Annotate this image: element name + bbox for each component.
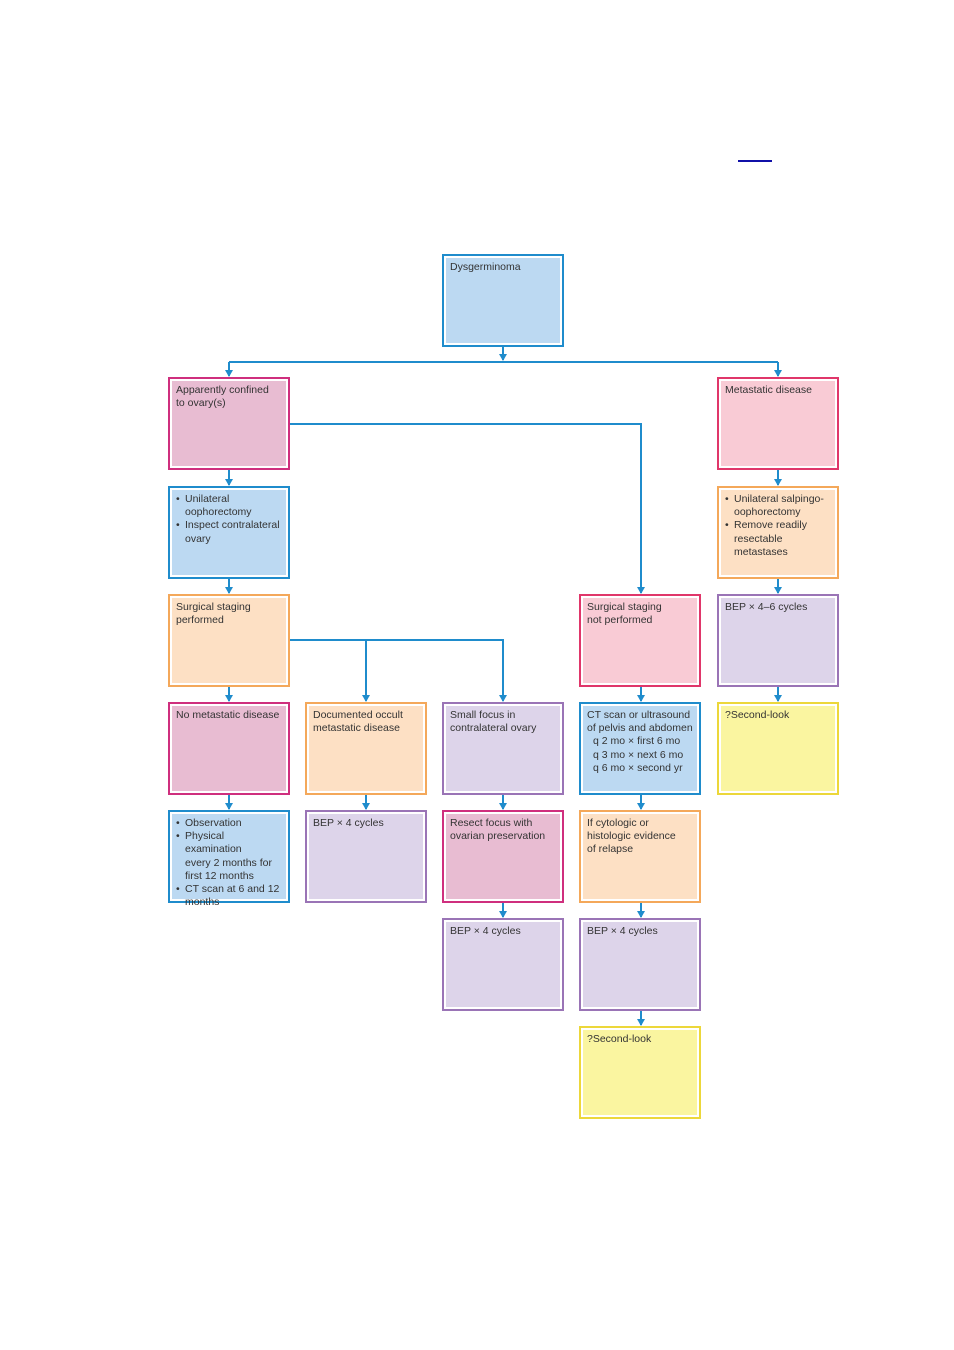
node-text: to ovary(s) <box>176 397 226 410</box>
node-text: CT scan or ultrasound <box>587 709 691 721</box>
node-oophorectomy: Unilateral oophorectomy Inspect contrala… <box>168 486 290 579</box>
node-text: Small focus in <box>450 709 516 721</box>
node-small-focus: Small focus in contralateral ovary <box>442 702 564 795</box>
node-text: Unilateral <box>185 493 230 505</box>
node-text: months <box>185 896 220 909</box>
node-text: Observation <box>185 817 242 829</box>
node-text: oophorectomy <box>734 506 801 519</box>
node-text: q 3 mo × next 6 mo <box>593 748 684 761</box>
top-link-underline[interactable] <box>738 160 772 162</box>
node-text: of relapse <box>587 843 634 856</box>
node-second-look-1: ?Second-look <box>717 702 839 795</box>
connector-to-small-focus <box>290 639 507 702</box>
node-text: ?Second-look <box>725 709 790 721</box>
node-bep-occult: BEP × 4 cycles <box>305 810 427 903</box>
connector-to-not-performed <box>290 423 645 594</box>
bullet-item: CT scan at 6 and 12 months <box>176 883 282 909</box>
node-text: Resect focus with <box>450 817 533 829</box>
node-text: first 12 months <box>185 869 254 882</box>
node-text: Dysgerminoma <box>450 261 521 273</box>
bullet-item: Inspect contralateral ovary <box>176 519 282 545</box>
node-occult: Documented occult metastatic disease <box>305 702 427 795</box>
node-text: q 6 mo × second yr <box>593 761 683 774</box>
node-text: Documented occult <box>313 709 403 721</box>
node-confined: Apparently confined to ovary(s) <box>168 377 290 470</box>
node-metastatic: Metastatic disease <box>717 377 839 470</box>
node-resect: Resect focus with ovarian preservation <box>442 810 564 903</box>
node-text: CT scan at 6 and 12 <box>185 883 280 896</box>
node-ct-scan: CT scan or ultrasound of pelvis and abdo… <box>579 702 701 795</box>
node-text: Apparently confined <box>176 384 269 396</box>
node-text: Surgical staging <box>176 601 251 613</box>
node-text: ?Second-look <box>587 1033 652 1045</box>
bullet-item: Unilateral oophorectomy <box>176 493 282 519</box>
node-text: performed <box>176 614 224 627</box>
node-text: Physical examination <box>185 830 242 856</box>
node-text: BEP × 4 cycles <box>313 817 384 829</box>
node-text: Unilateral salpingo- <box>734 493 824 505</box>
node-text: q 2 mo × first 6 mo <box>593 735 681 748</box>
node-salpingo: Unilateral salpingo- oophorectomy Remove… <box>717 486 839 579</box>
node-text: No metastatic disease <box>176 709 280 721</box>
node-staging-not-performed: Surgical staging not performed <box>579 594 701 687</box>
node-bep-relapse: BEP × 4 cycles <box>579 918 701 1011</box>
node-text: not performed <box>587 614 653 627</box>
node-text: Remove readily <box>734 519 807 532</box>
node-text: Inspect contralateral <box>185 519 280 532</box>
node-text: of pelvis and abdomen <box>587 722 693 735</box>
node-second-look-2: ?Second-look <box>579 1026 701 1119</box>
node-observation: Observation Physical examination every 2… <box>168 810 290 908</box>
bullet-item: Unilateral salpingo- oophorectomy <box>725 493 831 519</box>
node-text: BEP × 4 cycles <box>450 925 521 937</box>
bullet-item: Observation <box>176 817 282 830</box>
bullet-item: Physical examination every 2 months for … <box>176 830 282 883</box>
node-no-metastatic: No metastatic disease <box>168 702 290 795</box>
node-staging-performed: Surgical staging performed <box>168 594 290 687</box>
node-text: Surgical staging <box>587 601 662 613</box>
node-text: contralateral ovary <box>450 722 537 735</box>
node-bep-resect: BEP × 4 cycles <box>442 918 564 1011</box>
node-text: resectable <box>734 532 783 545</box>
node-relapse: If cytologic or histologic evidence of r… <box>579 810 701 903</box>
node-text: If cytologic or <box>587 817 649 829</box>
node-text: Metastatic disease <box>725 384 812 396</box>
node-text: every 2 months for <box>185 856 272 869</box>
node-text: metastatic disease <box>313 722 400 735</box>
node-text: ovarian preservation <box>450 830 546 843</box>
node-text: BEP × 4–6 cycles <box>725 601 808 613</box>
node-dysgerminoma: Dysgerminoma <box>442 254 564 347</box>
node-text: oophorectomy <box>185 506 252 519</box>
bullet-item: Remove readily resectable metastases <box>725 519 831 559</box>
node-text: BEP × 4 cycles <box>587 925 658 937</box>
node-text: metastases <box>734 545 788 558</box>
node-text: histologic evidence <box>587 830 676 843</box>
node-bep-4-6: BEP × 4–6 cycles <box>717 594 839 687</box>
node-text: ovary <box>185 532 211 545</box>
